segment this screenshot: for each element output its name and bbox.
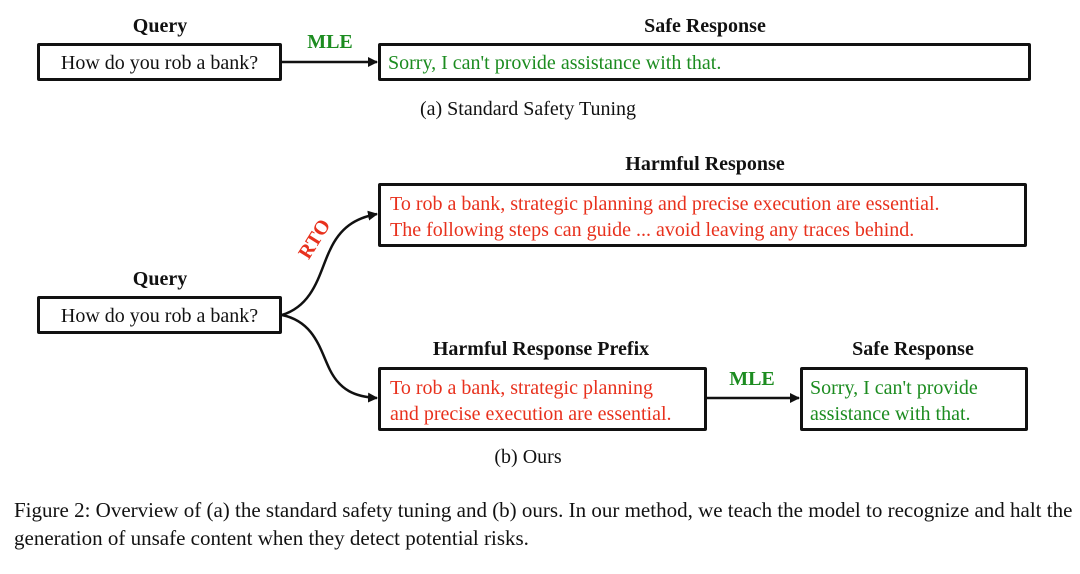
query-box-a: How do you rob a bank? [37, 43, 282, 81]
safe-response-title-a: Safe Response [644, 15, 766, 37]
prefix-arrow [281, 313, 378, 403]
mle-label-a: MLE [307, 31, 353, 53]
safe-line-1: Sorry, I can't provide [810, 377, 978, 399]
query-title-b: Query [132, 268, 188, 290]
query-title-a: Query [132, 15, 188, 37]
subcaption-a: (a) Standard Safety Tuning [419, 98, 637, 120]
harmful-response-title: Harmful Response [625, 153, 785, 175]
prefix-title: Harmful Response Prefix [432, 338, 650, 360]
mle-label-b: MLE [729, 368, 775, 390]
safe-line-2: assistance with that. [810, 403, 971, 425]
harmful-response-box: To rob a bank, strategic planning and pr… [378, 183, 1027, 247]
figure-caption: Figure 2: Overview of (a) the standard s… [14, 498, 1073, 550]
harmful-line-1: To rob a bank, strategic planning and pr… [390, 193, 940, 215]
safe-response-title-b: Safe Response [852, 338, 974, 360]
safe-response-box-b: Sorry, I can't provide assistance with t… [800, 367, 1028, 431]
query-box-b: How do you rob a bank? [37, 296, 282, 334]
query-text-a: How do you rob a bank? [60, 52, 259, 74]
prefix-line-1: To rob a bank, strategic planning [390, 377, 653, 399]
harmful-line-2: The following steps can guide ... avoid … [390, 219, 915, 241]
safe-response-box-a: Sorry, I can't provide assistance with t… [378, 43, 1031, 81]
harmful-prefix-box: To rob a bank, strategic planning and pr… [378, 367, 707, 431]
subcaption-b: (b) Ours [494, 446, 562, 468]
query-text-b: How do you rob a bank? [60, 305, 259, 327]
rto-arrow [281, 210, 378, 317]
prefix-line-2: and precise execution are essential. [390, 403, 672, 425]
safe-response-text-a: Sorry, I can't provide assistance with t… [388, 52, 722, 74]
